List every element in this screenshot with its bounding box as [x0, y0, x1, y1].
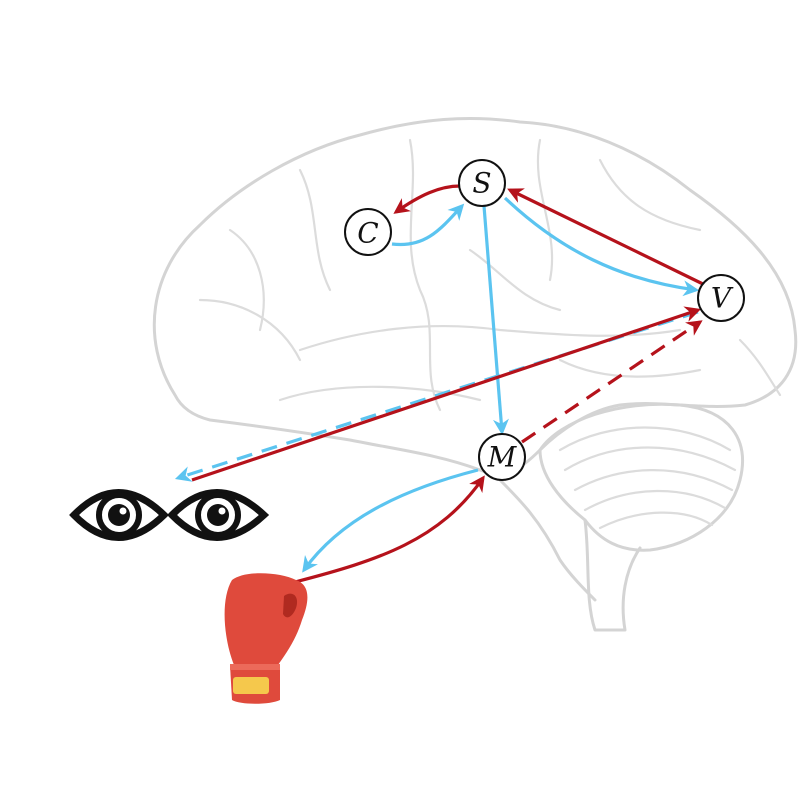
node-c-label: C: [357, 217, 378, 250]
node-m-label: M: [487, 441, 518, 474]
eyes-icon: [69, 489, 270, 541]
cortex-folds: [198, 138, 782, 412]
edge-s-to-v: [503, 196, 700, 297]
boxing-glove-icon: [224, 573, 308, 704]
node-v-label: V: [711, 282, 734, 315]
edge-s-to-c: [393, 184, 461, 214]
edge-c-to-s: [391, 203, 465, 247]
node-c[interactable]: C: [344, 208, 392, 256]
edge-m-to-glove: [302, 468, 479, 573]
eye-right-icon: [167, 489, 270, 541]
eye-left-icon: [69, 489, 170, 541]
edge-glove-to-m: [294, 475, 485, 584]
node-s-label: S: [472, 167, 491, 200]
edge-eyes-to-v: [191, 306, 702, 482]
brain-illustration: [152, 116, 798, 632]
edge-s-to-m: [482, 205, 509, 436]
node-m[interactable]: M: [478, 433, 526, 481]
cerebellum-folds: [558, 426, 737, 530]
edge-v-to-s: [507, 188, 706, 287]
node-s[interactable]: S: [458, 159, 506, 207]
edge-m-to-v: [521, 320, 703, 444]
node-v[interactable]: V: [697, 274, 745, 322]
